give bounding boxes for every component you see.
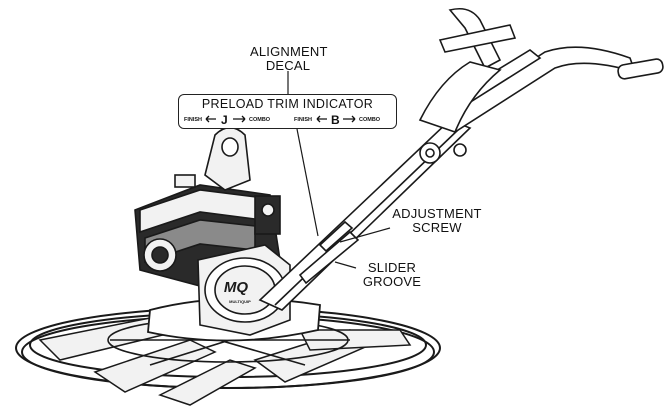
leader-lines [287, 71, 391, 269]
callout-line-2: DECAL [265, 58, 311, 73]
lifting-bracket [204, 126, 251, 191]
callout-line-1: SLIDER [367, 260, 417, 275]
callout-line-1: ALIGNMENT [250, 44, 328, 59]
decal-title: PRELOAD TRIM INDICATOR [201, 97, 374, 111]
decal-right-to: COMBO [359, 117, 381, 123]
arrow-left-icon [316, 115, 327, 123]
callout-line-2: GROOVE [362, 274, 422, 289]
decal-left-to: COMBO [249, 117, 271, 123]
engine-brand: MULTIQUIP [229, 299, 251, 304]
callout-slider-groove: SLIDER GROOVE [355, 261, 429, 289]
callout-alignment-decal: ALIGNMENT DECAL [250, 44, 328, 73]
decal-left-letter: J [221, 113, 228, 127]
preload-trim-decal: PRELOAD TRIM INDICATOR FINISH J COMBO FI… [178, 94, 397, 129]
arrow-right-icon [343, 115, 356, 123]
engine-logo: MQ [224, 279, 248, 296]
callout-line-2: SCREW [412, 220, 462, 235]
arrow-left-icon [205, 115, 216, 123]
gearbox [197, 244, 291, 336]
callout-adjustment-screw: ADJUSTMENT SCREW [385, 207, 489, 235]
handle-assembly [258, 7, 664, 311]
decal-left-from: FINISH [184, 117, 203, 123]
decal-right-letter: B [331, 113, 340, 127]
decal-scale-row: FINISH J COMBO FINISH B COMBO [179, 113, 396, 127]
callout-line-1: ADJUSTMENT [392, 206, 482, 221]
decal-right-from: FINISH [294, 117, 313, 123]
trowel-blades [38, 317, 412, 406]
arrow-right-icon [233, 115, 246, 123]
